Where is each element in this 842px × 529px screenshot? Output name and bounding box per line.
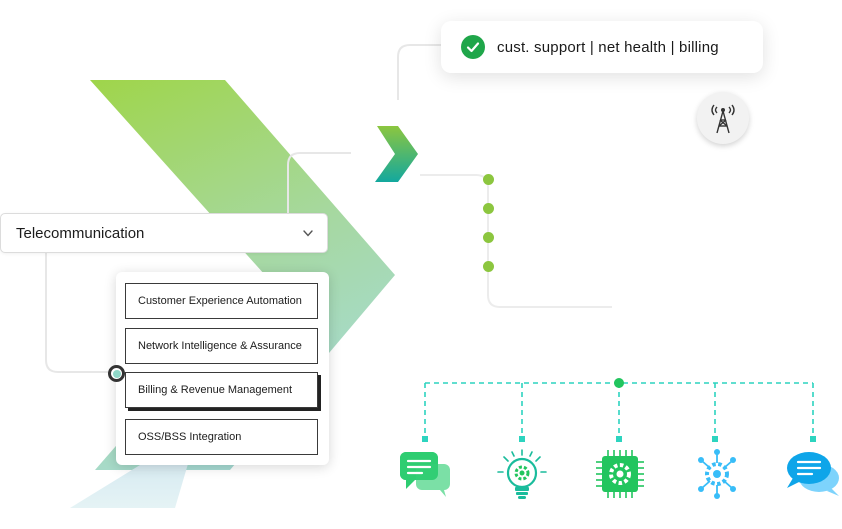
status-text: cust. support | net health | billing — [497, 38, 719, 56]
bullet-dot — [483, 174, 494, 185]
chevron-down-icon — [303, 227, 315, 239]
network-gear-icon — [690, 448, 744, 499]
check-circle-icon — [461, 35, 485, 59]
chat-bubbles-icon — [398, 448, 452, 498]
industry-dropdown[interactable]: Telecommunication — [0, 213, 328, 253]
channel-connectors — [424, 382, 814, 436]
small-chevron-icon — [375, 126, 418, 182]
processor-chip-gear-icon — [592, 448, 646, 498]
option-oss-bss-integration[interactable]: OSS/BSS Integration — [125, 419, 318, 455]
list-item — [483, 261, 506, 272]
options-panel: Customer Experience Automation Network I… — [116, 272, 329, 465]
bullet-dot — [483, 261, 494, 272]
list-item — [483, 174, 506, 185]
dropdown-selected-value: Telecommunication — [16, 224, 145, 242]
lightbulb-gear-icon — [495, 448, 549, 499]
option-customer-experience-automation[interactable]: Customer Experience Automation — [125, 283, 318, 319]
connector-hub — [614, 378, 624, 388]
speech-bubbles-icon — [785, 448, 839, 498]
option-billing-revenue-management[interactable]: Billing & Revenue Management — [125, 372, 318, 408]
status-card: cust. support | net health | billing — [441, 21, 763, 73]
list-item — [483, 203, 506, 214]
connector-node — [108, 365, 125, 382]
list-item — [483, 232, 506, 243]
option-network-intelligence-assurance[interactable]: Network Intelligence & Assurance — [125, 328, 318, 364]
cell-tower-icon — [697, 92, 749, 144]
bullet-dot — [483, 203, 494, 214]
bullet-dot — [483, 232, 494, 243]
